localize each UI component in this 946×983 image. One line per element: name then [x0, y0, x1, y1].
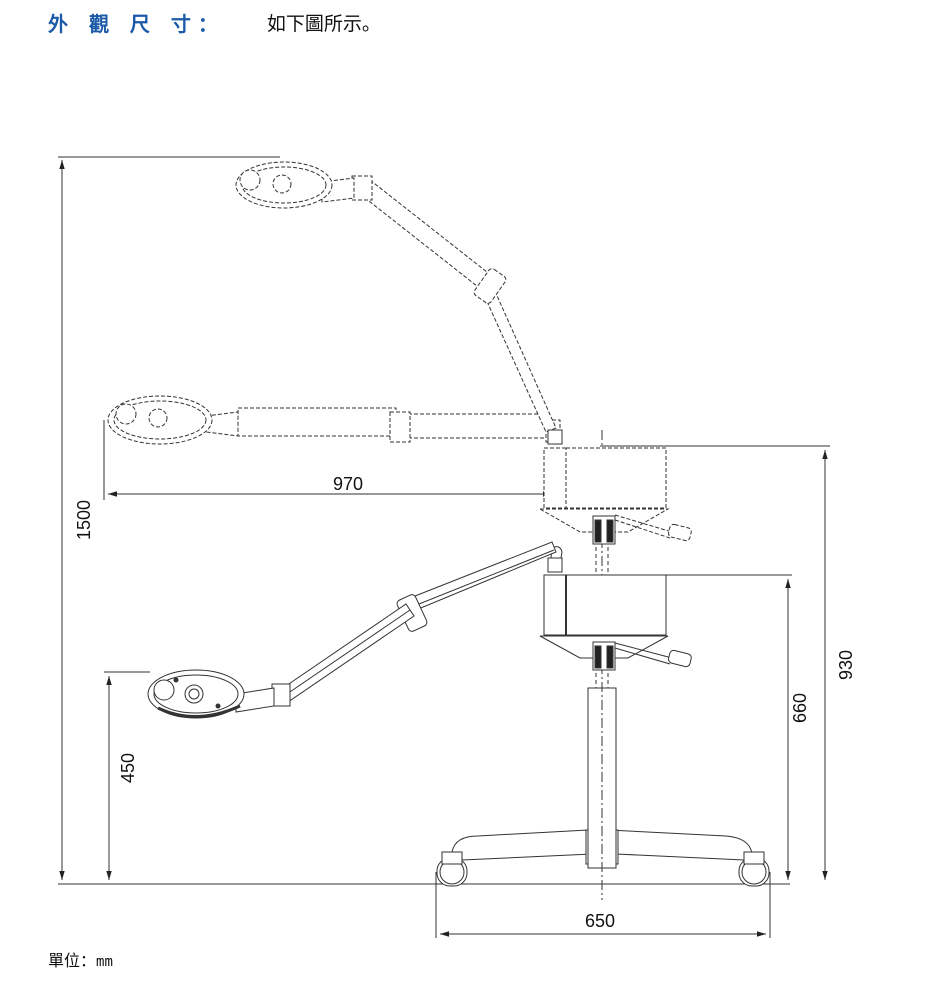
dimension-drawing: 1500 970 450 660 930 650: [58, 156, 856, 938]
dimension-labels: 1500 970 450 660 930 650: [74, 474, 856, 931]
dim-label-660: 660: [790, 693, 810, 723]
unit-value: mm: [96, 954, 113, 970]
heading-text: 如下圖所示。: [266, 13, 381, 35]
middle-arm-dashed: [107, 395, 561, 445]
section-heading: 外 觀 尺 寸： 如下圖所示。: [48, 8, 381, 37]
dimension-lines: [58, 156, 830, 938]
upper-arm-dashed: [235, 161, 557, 433]
dim-label-930: 930: [836, 650, 856, 680]
lower-arm: [147, 541, 563, 719]
dim-label-650: 650: [585, 911, 615, 931]
heading-label: 外 觀 尺 寸：: [48, 12, 225, 36]
upper-body-dashed: [538, 447, 692, 542]
arm-pivot: [547, 429, 563, 445]
unit-note: 單位：mm: [48, 947, 113, 971]
dim-label-450: 450: [118, 753, 138, 783]
main-body: [539, 574, 692, 671]
unit-label: 單位：: [48, 951, 97, 970]
dim-label-970: 970: [333, 474, 363, 494]
upper-clamp: [592, 515, 616, 545]
dim-label-1500: 1500: [74, 500, 94, 540]
